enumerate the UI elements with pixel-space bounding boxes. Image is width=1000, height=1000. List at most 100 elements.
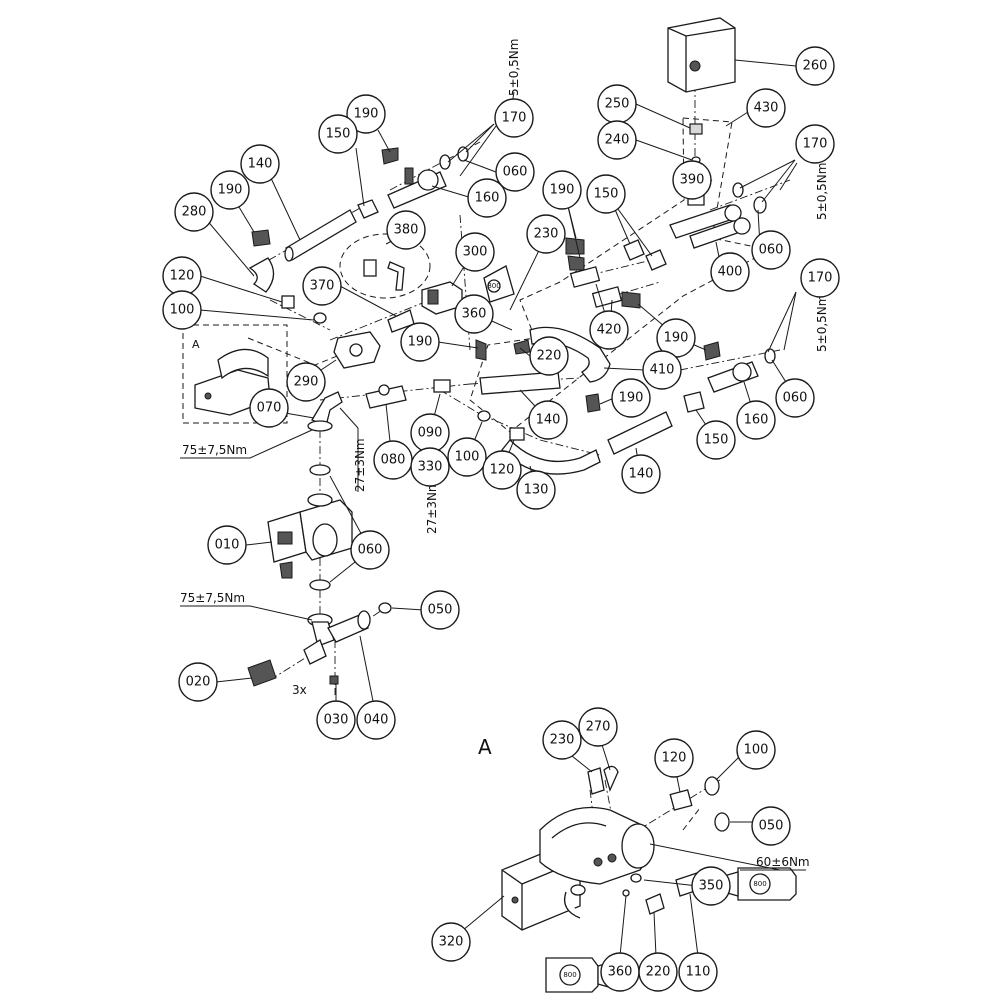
- svg-text:060: 060: [783, 391, 808, 406]
- svg-text:080: 080: [381, 453, 406, 468]
- svg-text:070: 070: [257, 401, 282, 416]
- svg-text:170: 170: [502, 111, 527, 126]
- callout-160-right: 160: [736, 400, 776, 440]
- callout-240: 240: [597, 120, 637, 160]
- torque-label-top: 5±0,5Nm: [507, 39, 521, 96]
- callout-380: 380: [386, 210, 426, 250]
- callout-170-right: 170: [795, 124, 835, 164]
- svg-text:140: 140: [629, 467, 654, 482]
- torque-label-27-upper: 27±3Nm: [353, 438, 367, 492]
- svg-text:270: 270: [586, 720, 611, 735]
- callout-170-right-lower: 170: [800, 258, 840, 298]
- svg-text:330: 330: [418, 460, 443, 475]
- callout-110: 110: [678, 952, 718, 992]
- tee-block-part: [333, 331, 381, 369]
- callout-100-a: 100: [736, 730, 776, 770]
- svg-text:020: 020: [186, 675, 211, 690]
- callout-140-center: 140: [528, 400, 568, 440]
- svg-text:410: 410: [650, 363, 675, 378]
- svg-text:170: 170: [808, 271, 833, 286]
- callout-080: 080: [373, 440, 413, 480]
- callout-020: 020: [178, 662, 218, 702]
- callout-060-pump: 060: [350, 530, 390, 570]
- callout-060-right-lower: 060: [775, 378, 815, 418]
- torque-label-right-2: 5±0,5Nm: [815, 295, 829, 352]
- callout-220-top: 220: [529, 336, 569, 376]
- svg-text:370: 370: [310, 279, 335, 294]
- callouts: 260 250 430 240 170 170 170 190 150 140 …: [162, 46, 840, 992]
- callout-190-top: 190: [346, 94, 386, 134]
- callout-040: 040: [356, 700, 396, 740]
- svg-text:360: 360: [608, 965, 633, 980]
- svg-text:010: 010: [215, 538, 240, 553]
- multiplier-label: 3x: [292, 683, 307, 697]
- callout-140-right: 140: [621, 454, 661, 494]
- svg-text:130: 130: [524, 483, 549, 498]
- svg-text:190: 190: [354, 107, 379, 122]
- tube-label-top: 800: [487, 282, 500, 290]
- svg-text:090: 090: [418, 426, 443, 441]
- svg-text:430: 430: [754, 101, 779, 116]
- svg-text:400: 400: [718, 265, 743, 280]
- svg-text:120: 120: [170, 269, 195, 284]
- torque-labels: 5±0,5Nm 5±0,5Nm 5±0,5Nm 75±7,5Nm 27±3Nm …: [180, 39, 829, 869]
- svg-text:140: 140: [536, 413, 561, 428]
- svg-text:380: 380: [394, 223, 419, 238]
- svg-text:050: 050: [428, 603, 453, 618]
- callout-100-center: 100: [447, 437, 487, 477]
- inset-a-label: A: [192, 338, 200, 351]
- svg-text:190: 190: [218, 183, 243, 198]
- section-a-label: A: [478, 735, 492, 759]
- torque-label-75-upper: 75±7,5Nm: [182, 443, 247, 457]
- svg-text:390: 390: [680, 173, 705, 188]
- callout-290: 290: [286, 362, 326, 402]
- svg-text:220: 220: [646, 965, 671, 980]
- tee-pipe-part: [303, 610, 371, 665]
- callout-230-top: 230: [526, 214, 566, 254]
- parts: 800: [194, 17, 797, 993]
- svg-text:220: 220: [537, 349, 562, 364]
- callout-330: 330: [410, 447, 450, 487]
- svg-text:190: 190: [664, 331, 689, 346]
- torque-label-75-lower: 75±7,5Nm: [180, 591, 245, 605]
- svg-text:060: 060: [503, 165, 528, 180]
- svg-text:030: 030: [324, 713, 349, 728]
- svg-text:360: 360: [462, 307, 487, 322]
- tube-part-350: 800: [723, 867, 797, 901]
- svg-text:240: 240: [605, 133, 630, 148]
- callout-100-left: 100: [162, 290, 202, 330]
- svg-text:110: 110: [686, 965, 711, 980]
- callout-370: 370: [302, 266, 342, 306]
- callout-270: 270: [578, 707, 618, 747]
- callout-360-top: 360: [454, 294, 494, 334]
- svg-text:100: 100: [455, 450, 480, 465]
- callout-260: 260: [795, 46, 835, 86]
- callout-140-top: 140: [240, 144, 280, 184]
- callout-050-pump: 050: [420, 590, 460, 630]
- valve-assembly-right-lower: [707, 348, 776, 393]
- callout-190-center: 190: [400, 322, 440, 362]
- callout-300: 300: [455, 232, 495, 272]
- svg-text:420: 420: [597, 323, 622, 338]
- callout-250: 250: [597, 84, 637, 124]
- svg-text:230: 230: [534, 227, 559, 242]
- callout-070: 070: [249, 388, 289, 428]
- svg-text:150: 150: [704, 433, 729, 448]
- callout-160-top: 160: [467, 178, 507, 218]
- svg-text:100: 100: [170, 303, 195, 318]
- svg-text:300: 300: [463, 245, 488, 260]
- svg-text:280: 280: [182, 205, 207, 220]
- callout-190-mid: 190: [542, 170, 582, 210]
- svg-text:120: 120: [662, 751, 687, 766]
- callout-420: 420: [589, 310, 629, 350]
- callout-150-mid: 150: [586, 174, 626, 214]
- svg-text:060: 060: [358, 543, 383, 558]
- svg-text:150: 150: [594, 187, 619, 202]
- svg-text:350: 350: [699, 879, 724, 894]
- callout-400: 400: [710, 252, 750, 292]
- callout-010: 010: [207, 525, 247, 565]
- callout-150-right: 150: [696, 420, 736, 460]
- pump-part: [267, 493, 353, 579]
- callout-360-a: 360: [600, 952, 640, 992]
